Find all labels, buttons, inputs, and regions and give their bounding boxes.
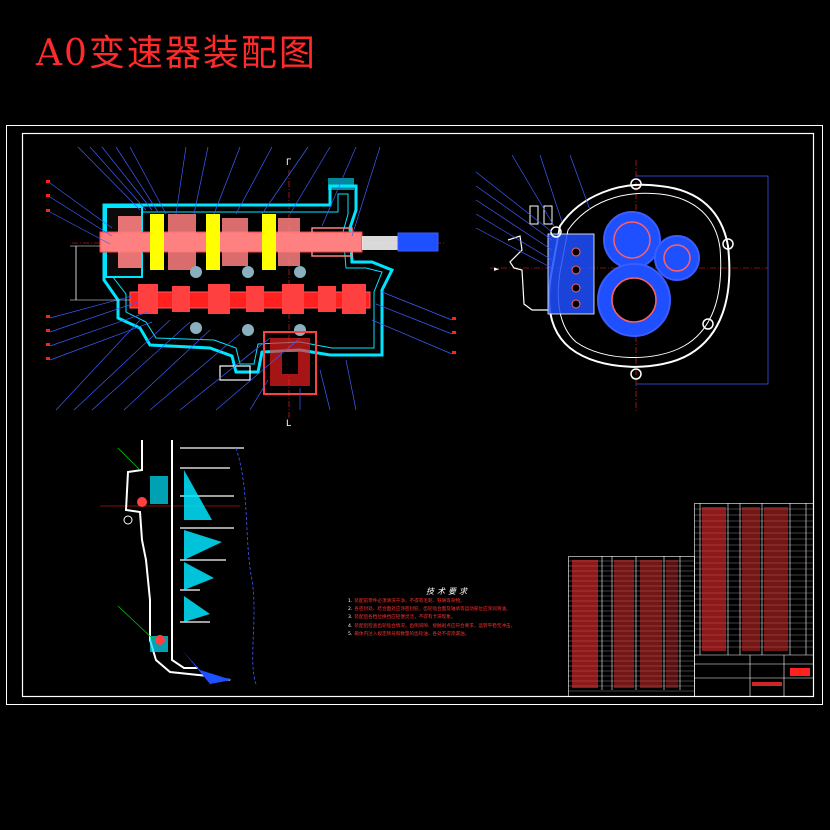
tech-note: 2.各密封处、结合面处应涂密封胶，齿轮啮合面及轴承等运动部位应涂润滑油。: [348, 607, 511, 613]
partial-section-view: [100, 440, 257, 685]
parts-list: [568, 503, 814, 697]
main-section-view: Γ L: [46, 146, 456, 429]
tech-note: 4.装配后检查齿轮啮合情况，齿侧间隙、接触斑点应符合要求，运转平稳无冲击。: [348, 623, 516, 629]
page-title: A0变速器装配图: [36, 33, 317, 74]
svg-text:►: ►: [494, 265, 500, 273]
parts-list-rows: [568, 508, 813, 692]
svg-text:L: L: [286, 419, 291, 429]
tech-note: 5.箱体内注入规定牌号和数量的齿轮油，各处不得渗漏油。: [348, 631, 470, 637]
technical-requirements-heading: 技术要求: [426, 587, 470, 596]
tech-note: 1.装配前零件必须清洗干净，不得有毛刺、铁屑等杂物。: [348, 599, 465, 604]
svg-text:Γ: Γ: [286, 158, 291, 168]
parts-list-text: [572, 507, 810, 688]
inner-border: [21, 132, 815, 698]
outer-border: [6, 125, 823, 705]
end-view: ►: [475, 154, 769, 412]
tech-note: 3.装配后各档位换挡应轻便灵活，不得有卡滞现象。: [348, 615, 456, 621]
technical-requirements-list: 1.装配前零件必须清洗干净，不得有毛刺、铁屑等杂物。 2.各密封处、结合面处应涂…: [348, 598, 570, 639]
